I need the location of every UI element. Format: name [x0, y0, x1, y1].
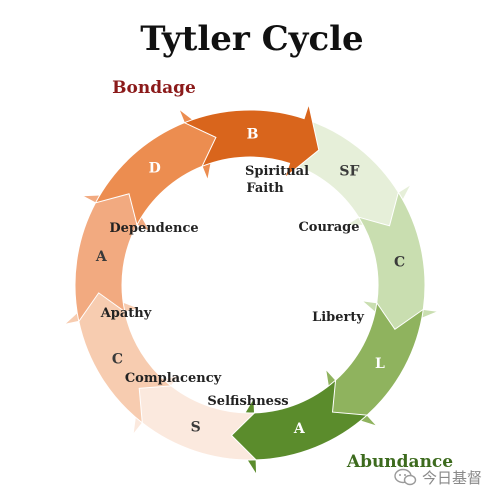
stage-label-spiritual-faith-line2: Faith	[246, 181, 284, 196]
stage-label-apathy: Apathy	[100, 306, 152, 321]
segment-letter: A	[293, 421, 306, 437]
diagram-title: Tytler Cycle	[140, 19, 363, 59]
stage-label-liberty: Liberty	[312, 310, 364, 325]
stage-label-selfishness: Selfishness	[207, 394, 288, 409]
segment-letter: S	[191, 419, 201, 435]
abundance-label: Abundance	[346, 452, 453, 472]
segment-letter: L	[375, 356, 385, 372]
segment-letter: C	[394, 254, 405, 270]
watermark-text: 今日基督	[422, 469, 482, 487]
stage-label-complacency: Complacency	[125, 371, 222, 386]
segment-letter: C	[112, 351, 123, 367]
segment-letter: B	[247, 127, 259, 143]
chat-bubble-icon	[394, 468, 417, 486]
cycle-arrow-segment	[183, 102, 320, 179]
watermark: 今日基督	[394, 468, 482, 487]
stage-label-spiritual-faith-line1: Spiritual	[245, 164, 309, 179]
segment-letter: D	[149, 160, 161, 176]
stage-label-dependence: Dependence	[109, 221, 198, 236]
segment-letter: SF	[339, 164, 359, 180]
stage-label-courage: Courage	[298, 220, 359, 235]
cycle-ring: SF C L A S C A D B	[62, 102, 441, 477]
bondage-label: Bondage	[112, 78, 196, 98]
segment-letter: A	[95, 249, 108, 265]
